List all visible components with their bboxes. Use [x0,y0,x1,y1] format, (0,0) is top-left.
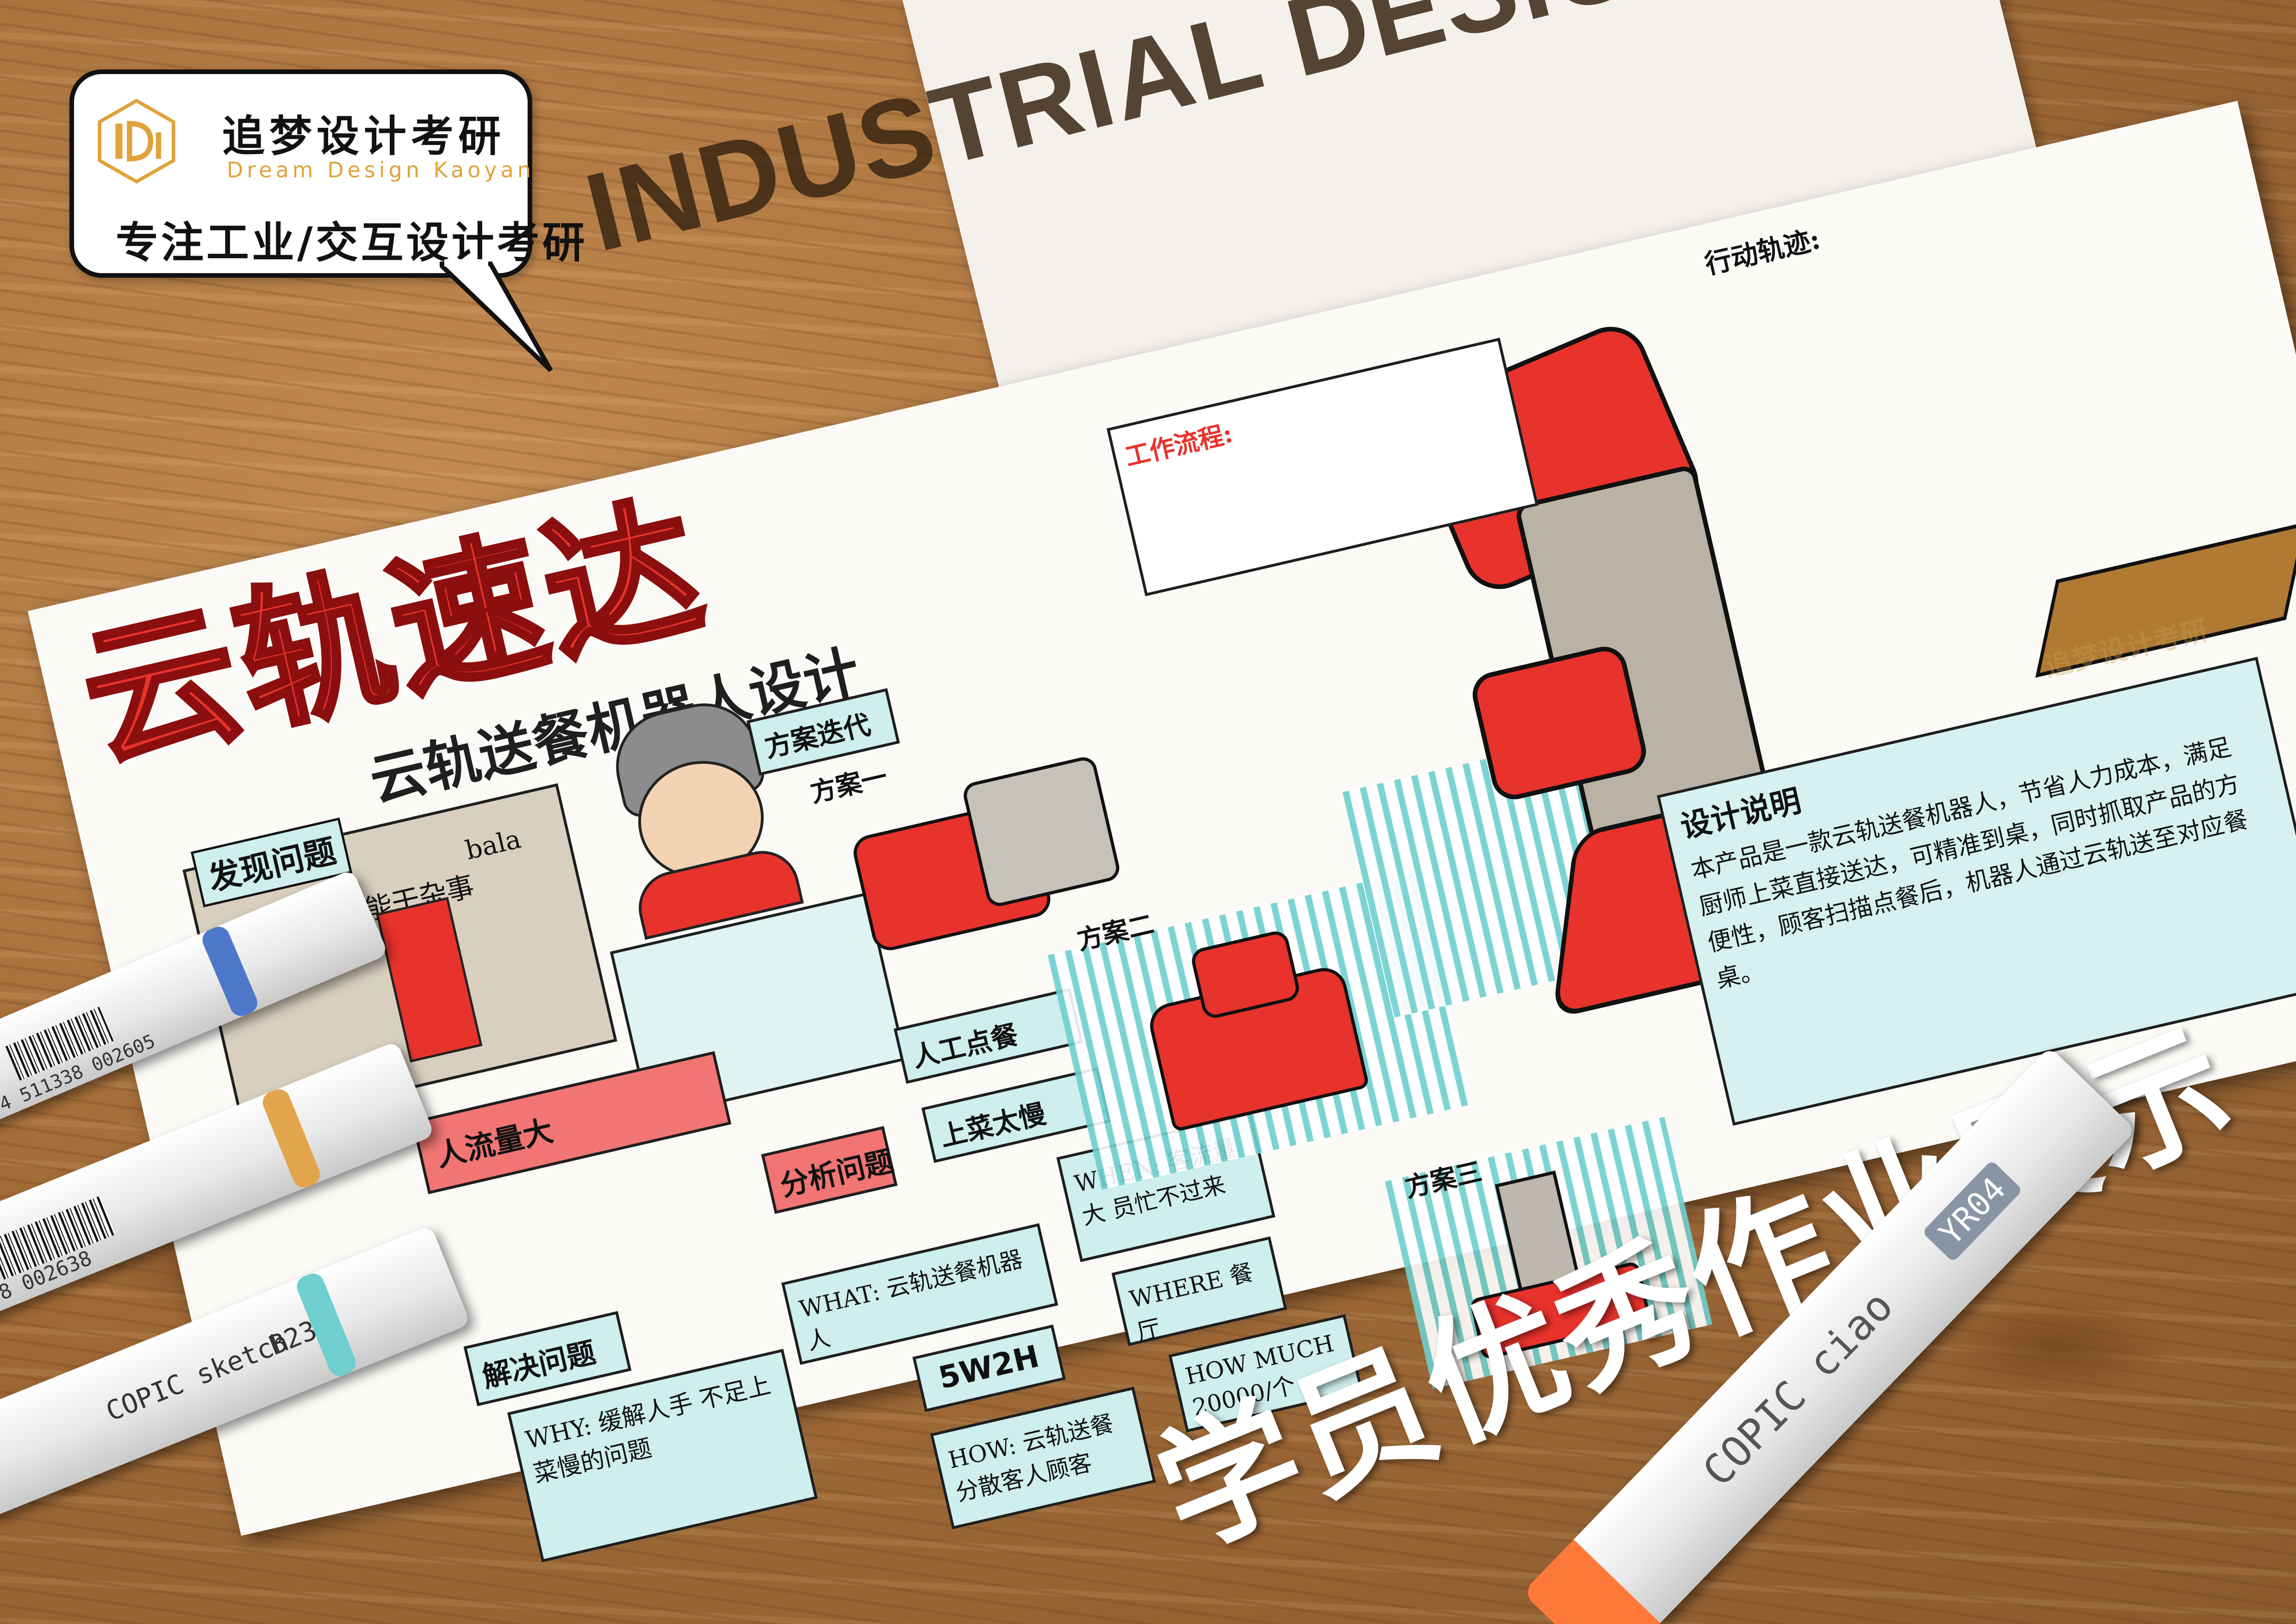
center-5w2h: 5W2H [912,1324,1066,1412]
staff-node: 人工点餐 [893,988,1083,1084]
where-box: WHERE 餐厅 [1111,1236,1288,1346]
where-text: WHERE 餐厅 [1127,1259,1256,1346]
how-box: HOW: 云轨送餐 分散客人顾客 [930,1387,1156,1530]
logo-speech-bubble: 追梦设计考研 Dream Design Kaoyan 专注工业/交互设计考研 [69,69,585,278]
speech-note: bala [462,824,524,866]
logo-name-en: Dream Design Kaoyan [227,157,535,182]
center-5w2h-label: 5W2H [935,1338,1043,1396]
slow-label: 上菜太慢 [937,1098,1049,1153]
analysis-node: 分析问题 [761,1126,898,1214]
dream-design-logo-icon [98,99,175,184]
staff-label: 人工点餐 [909,1018,1021,1074]
crowd-callout-text: 人流量大 [433,1113,556,1174]
bubble-tail-icon [440,259,553,372]
analysis-label: 分析问题 [777,1143,897,1203]
workflow-title: 工作流程: [1122,418,1236,472]
logo-name-cn: 追梦设计考研 [222,112,506,161]
logo-tagline: 专注工业/交互设计考研 [116,218,588,268]
solve-problem-label: 解决问题 [479,1335,599,1394]
how-text: HOW: 云轨送餐 分散客人顾客 [946,1410,1116,1506]
